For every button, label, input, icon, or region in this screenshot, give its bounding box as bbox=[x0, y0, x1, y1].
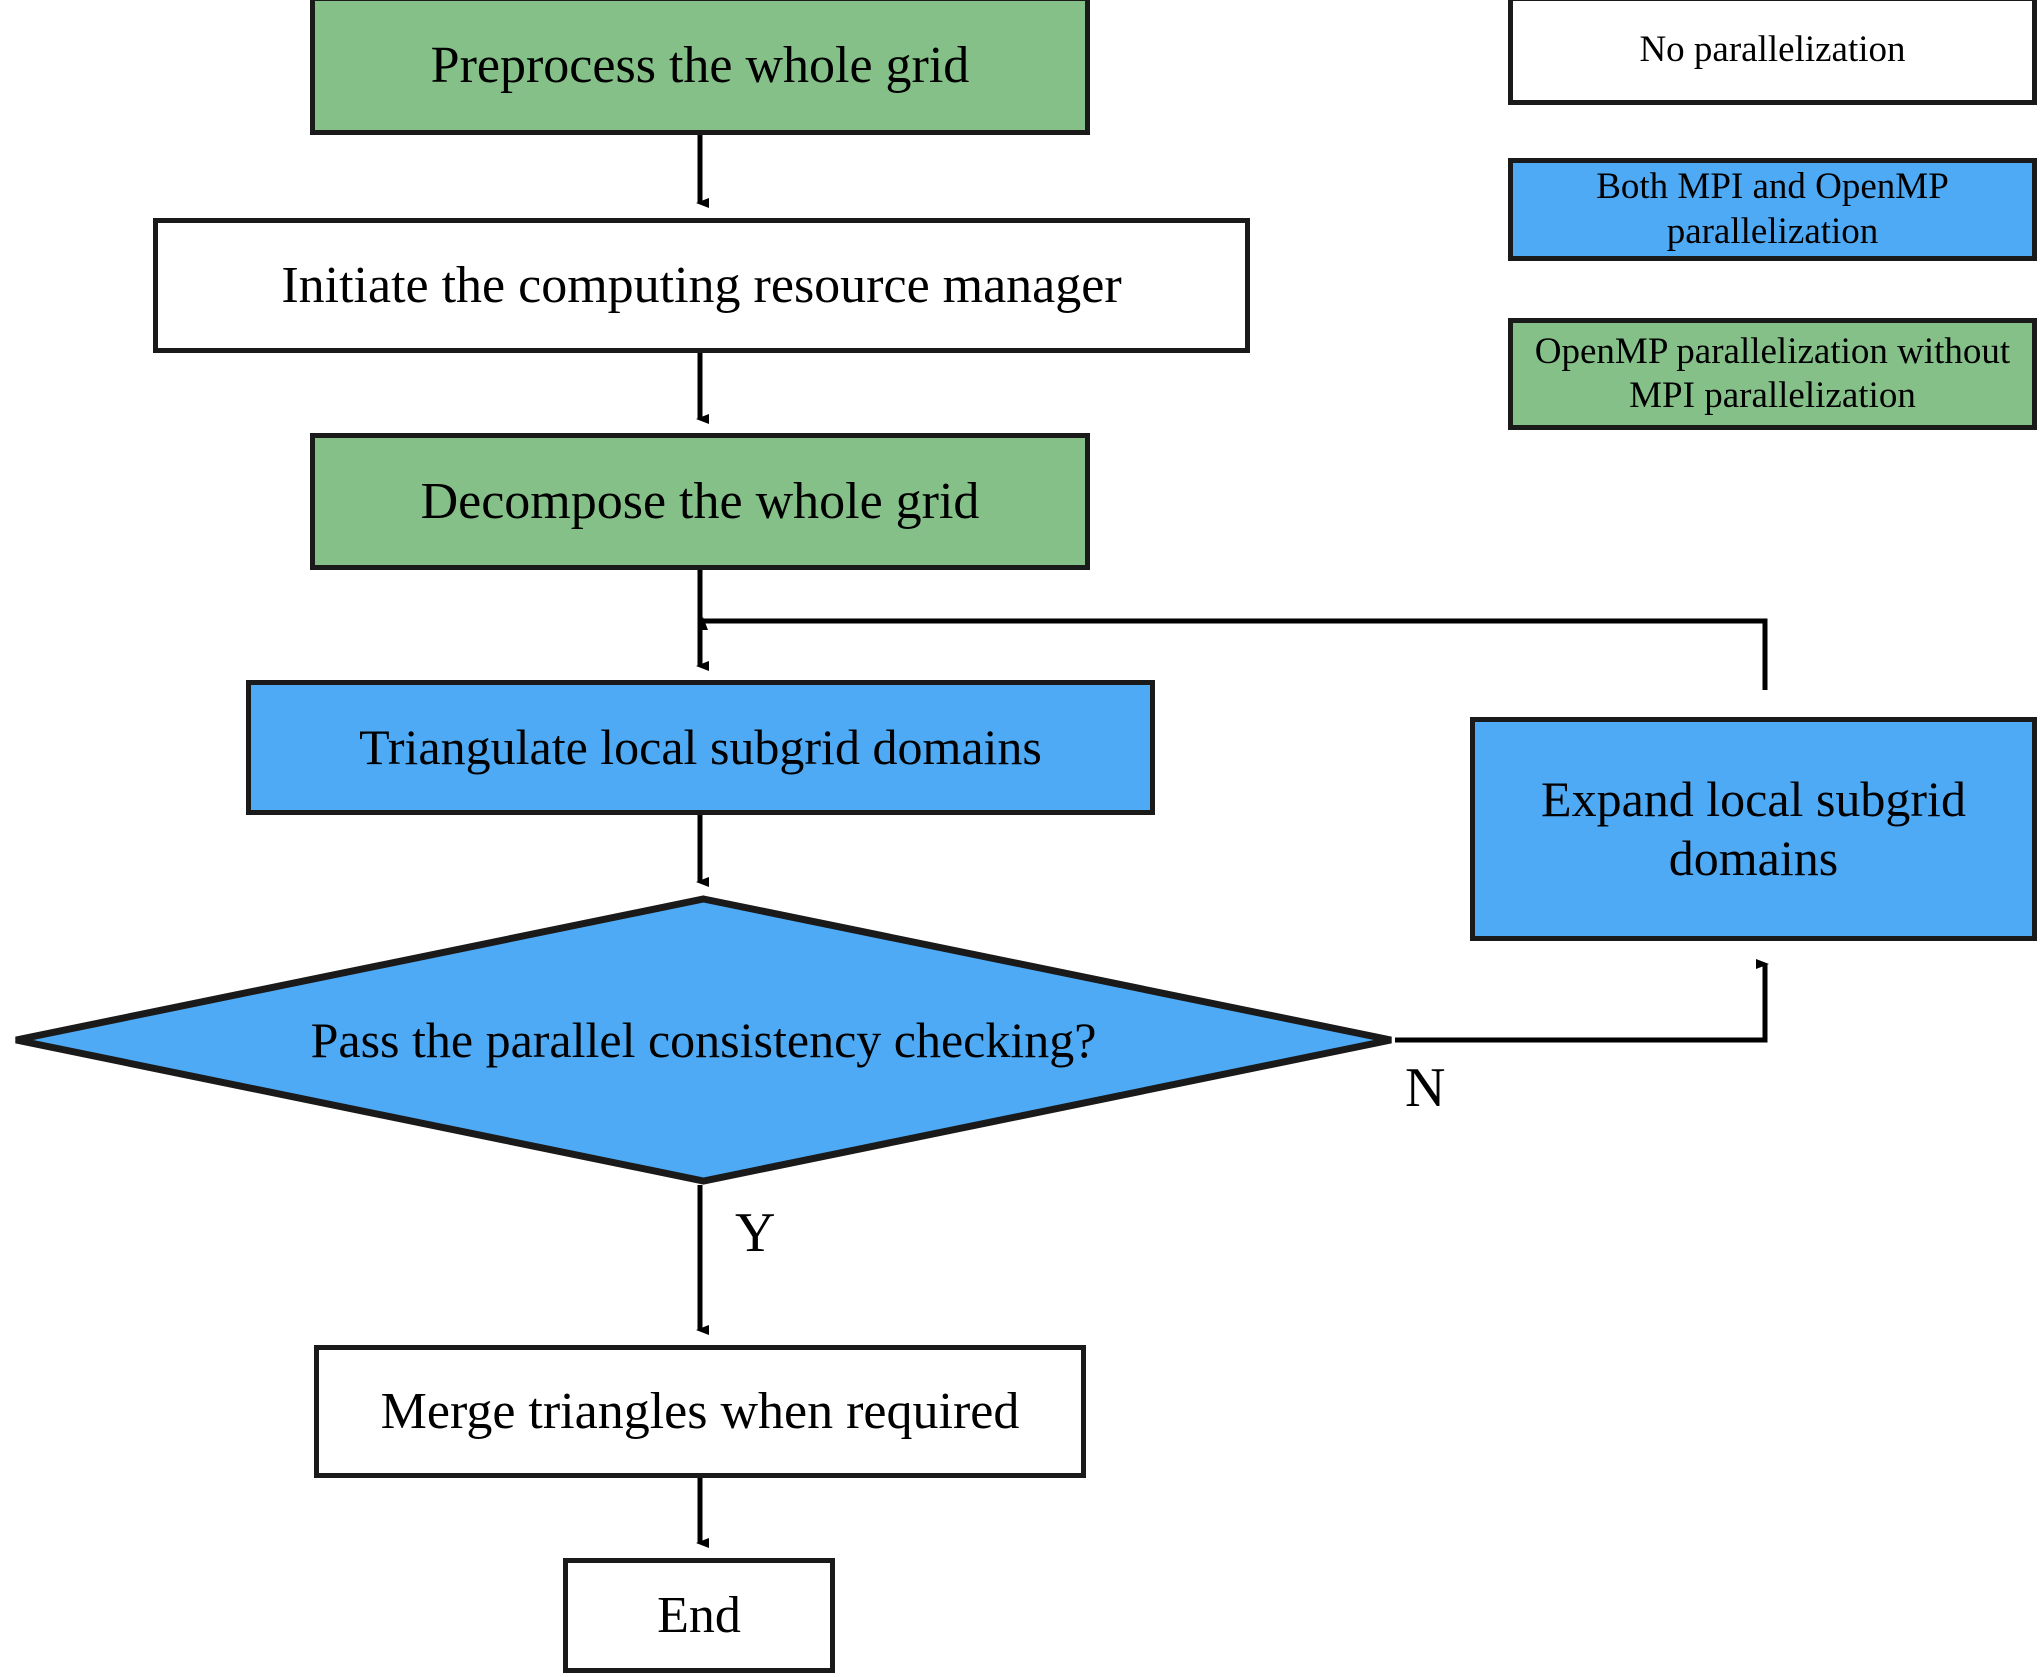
legend-item-mpi-openmp-label: Both MPI and OpenMP parallelization bbox=[1596, 166, 1949, 252]
node-merge-label: Merge triangles when required bbox=[380, 1382, 1020, 1440]
node-end-label: End bbox=[657, 1586, 741, 1644]
node-decompose-label: Decompose the whole grid bbox=[420, 472, 980, 530]
node-initiate[interactable]: Initiate the computing resource manager bbox=[153, 218, 1250, 353]
legend-item-openmp-only-label: OpenMP parallelization without MPI paral… bbox=[1534, 330, 2011, 416]
node-expand[interactable]: Expand local subgrid domains bbox=[1470, 717, 2037, 941]
legend-item-no-parallelization-label: No parallelization bbox=[1639, 29, 1906, 71]
node-merge[interactable]: Merge triangles when required bbox=[314, 1345, 1086, 1478]
node-triangulate-label: Triangulate local subgrid domains bbox=[359, 719, 1042, 775]
diamond-shape bbox=[15, 895, 1392, 1185]
edge-check-no-to-expand bbox=[1395, 959, 1769, 1043]
node-initiate-label: Initiate the computing resource manager bbox=[281, 256, 1122, 314]
legend-item-mpi-openmp[interactable]: Both MPI and OpenMP parallelization bbox=[1508, 158, 2037, 261]
legend-item-no-parallelization[interactable]: No parallelization bbox=[1508, 0, 2037, 105]
legend-item-openmp-only[interactable]: OpenMP parallelization without MPI paral… bbox=[1508, 318, 2037, 430]
edge-label-no: N bbox=[1405, 1057, 1446, 1119]
node-preprocess-label: Preprocess the whole grid bbox=[430, 36, 970, 94]
node-decompose[interactable]: Decompose the whole grid bbox=[310, 433, 1090, 570]
node-end[interactable]: End bbox=[563, 1558, 835, 1673]
node-preprocess[interactable]: Preprocess the whole grid bbox=[310, 0, 1090, 135]
edge-label-yes: Y bbox=[735, 1202, 776, 1264]
node-expand-label: Expand local subgrid domains bbox=[1541, 771, 1966, 886]
node-triangulate[interactable]: Triangulate local subgrid domains bbox=[246, 680, 1155, 815]
node-check[interactable]: Pass the parallel consistency checking? bbox=[12, 895, 1395, 1185]
node-check-label: Pass the parallel consistency checking? bbox=[310, 1012, 1097, 1068]
